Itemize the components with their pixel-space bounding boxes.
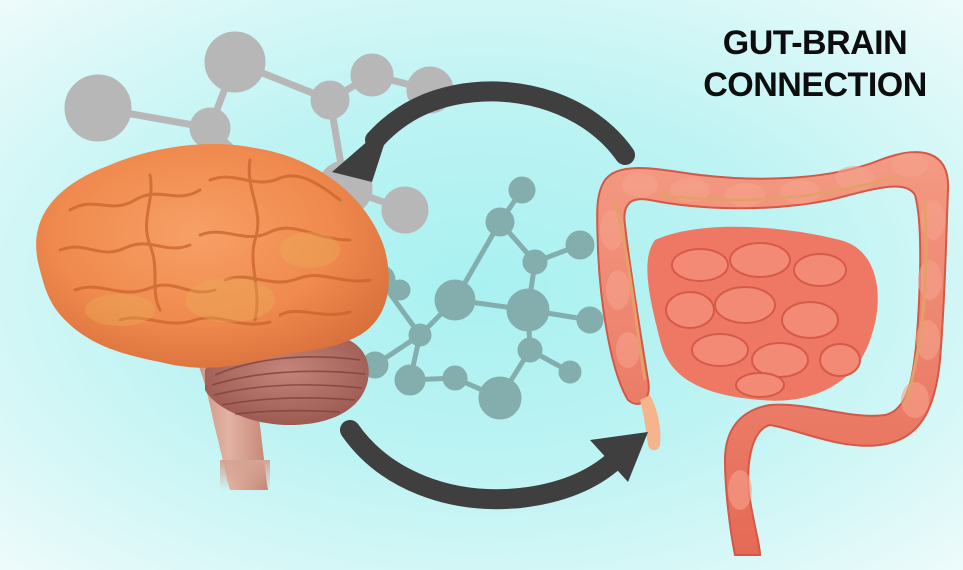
intestine-illustration — [597, 152, 948, 555]
title-line-2: CONNECTION — [690, 64, 940, 106]
title-line-1: GUT-BRAIN — [690, 22, 940, 64]
page-title: GUT-BRAIN CONNECTION — [690, 22, 940, 106]
